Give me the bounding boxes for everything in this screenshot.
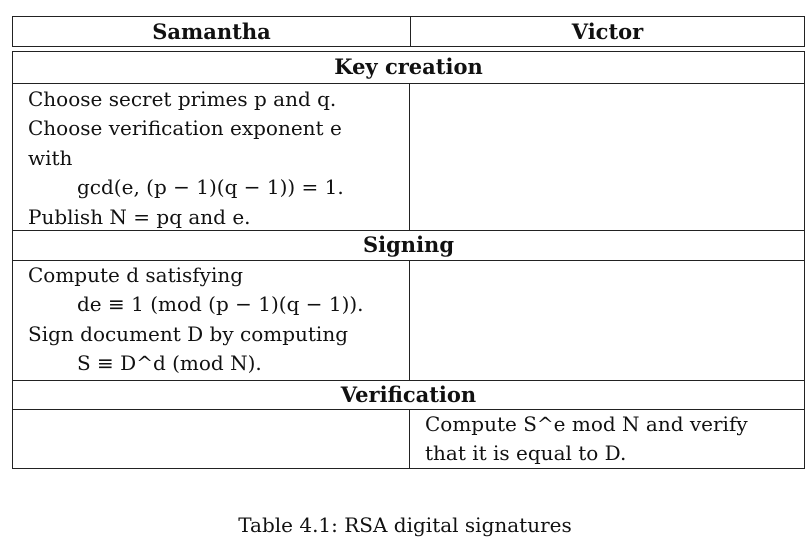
table-caption: Table 4.1: RSA digital signatures — [238, 513, 572, 537]
text-line: Compute S^e mod N and verify — [425, 412, 748, 436]
text-line: Choose verification exponent e — [28, 116, 342, 141]
section-title-verification: Verification — [13, 381, 804, 410]
text-line: with — [28, 145, 73, 170]
samantha-cell-verification — [13, 410, 410, 468]
section-title-key-creation: Key creation — [13, 52, 804, 84]
formula-line: de ≡ 1 (mod (p − 1)(q − 1)). — [77, 292, 364, 317]
text-line: Publish N = pq and e. — [28, 204, 251, 229]
samantha-cell-signing: Compute d satisfying de ≡ 1 (mod (p − 1)… — [13, 261, 410, 380]
victor-cell-key-creation — [410, 84, 804, 230]
text-line: Choose secret primes p and q. — [28, 87, 337, 111]
section-row-verification: Compute S^e mod N and verify that it is … — [13, 410, 804, 468]
table-header: Samantha Victor — [12, 16, 805, 47]
column-header-samantha: Samantha — [13, 17, 411, 46]
formula-line: gcd(e, (p − 1)(q − 1)) = 1. — [77, 175, 344, 200]
section-title-signing: Signing — [13, 231, 804, 261]
victor-cell-verification: Compute S^e mod N and verify that it is … — [410, 410, 804, 468]
table-body: Key creation Choose secret primes p and … — [12, 51, 805, 469]
column-header-victor: Victor — [571, 19, 644, 44]
text-line: Compute d satisfying — [28, 263, 244, 287]
text-line: Sign document D by computing — [28, 321, 348, 346]
victor-cell-signing — [410, 261, 804, 380]
section-row-key-creation: Choose secret primes p and q. Choose ver… — [13, 84, 804, 231]
text-line: that it is equal to D. — [425, 441, 627, 466]
samantha-cell-key-creation: Choose secret primes p and q. Choose ver… — [13, 84, 410, 230]
formula-line: S ≡ D^d (mod N). — [77, 351, 262, 376]
section-row-signing: Compute d satisfying de ≡ 1 (mod (p − 1)… — [13, 261, 804, 381]
